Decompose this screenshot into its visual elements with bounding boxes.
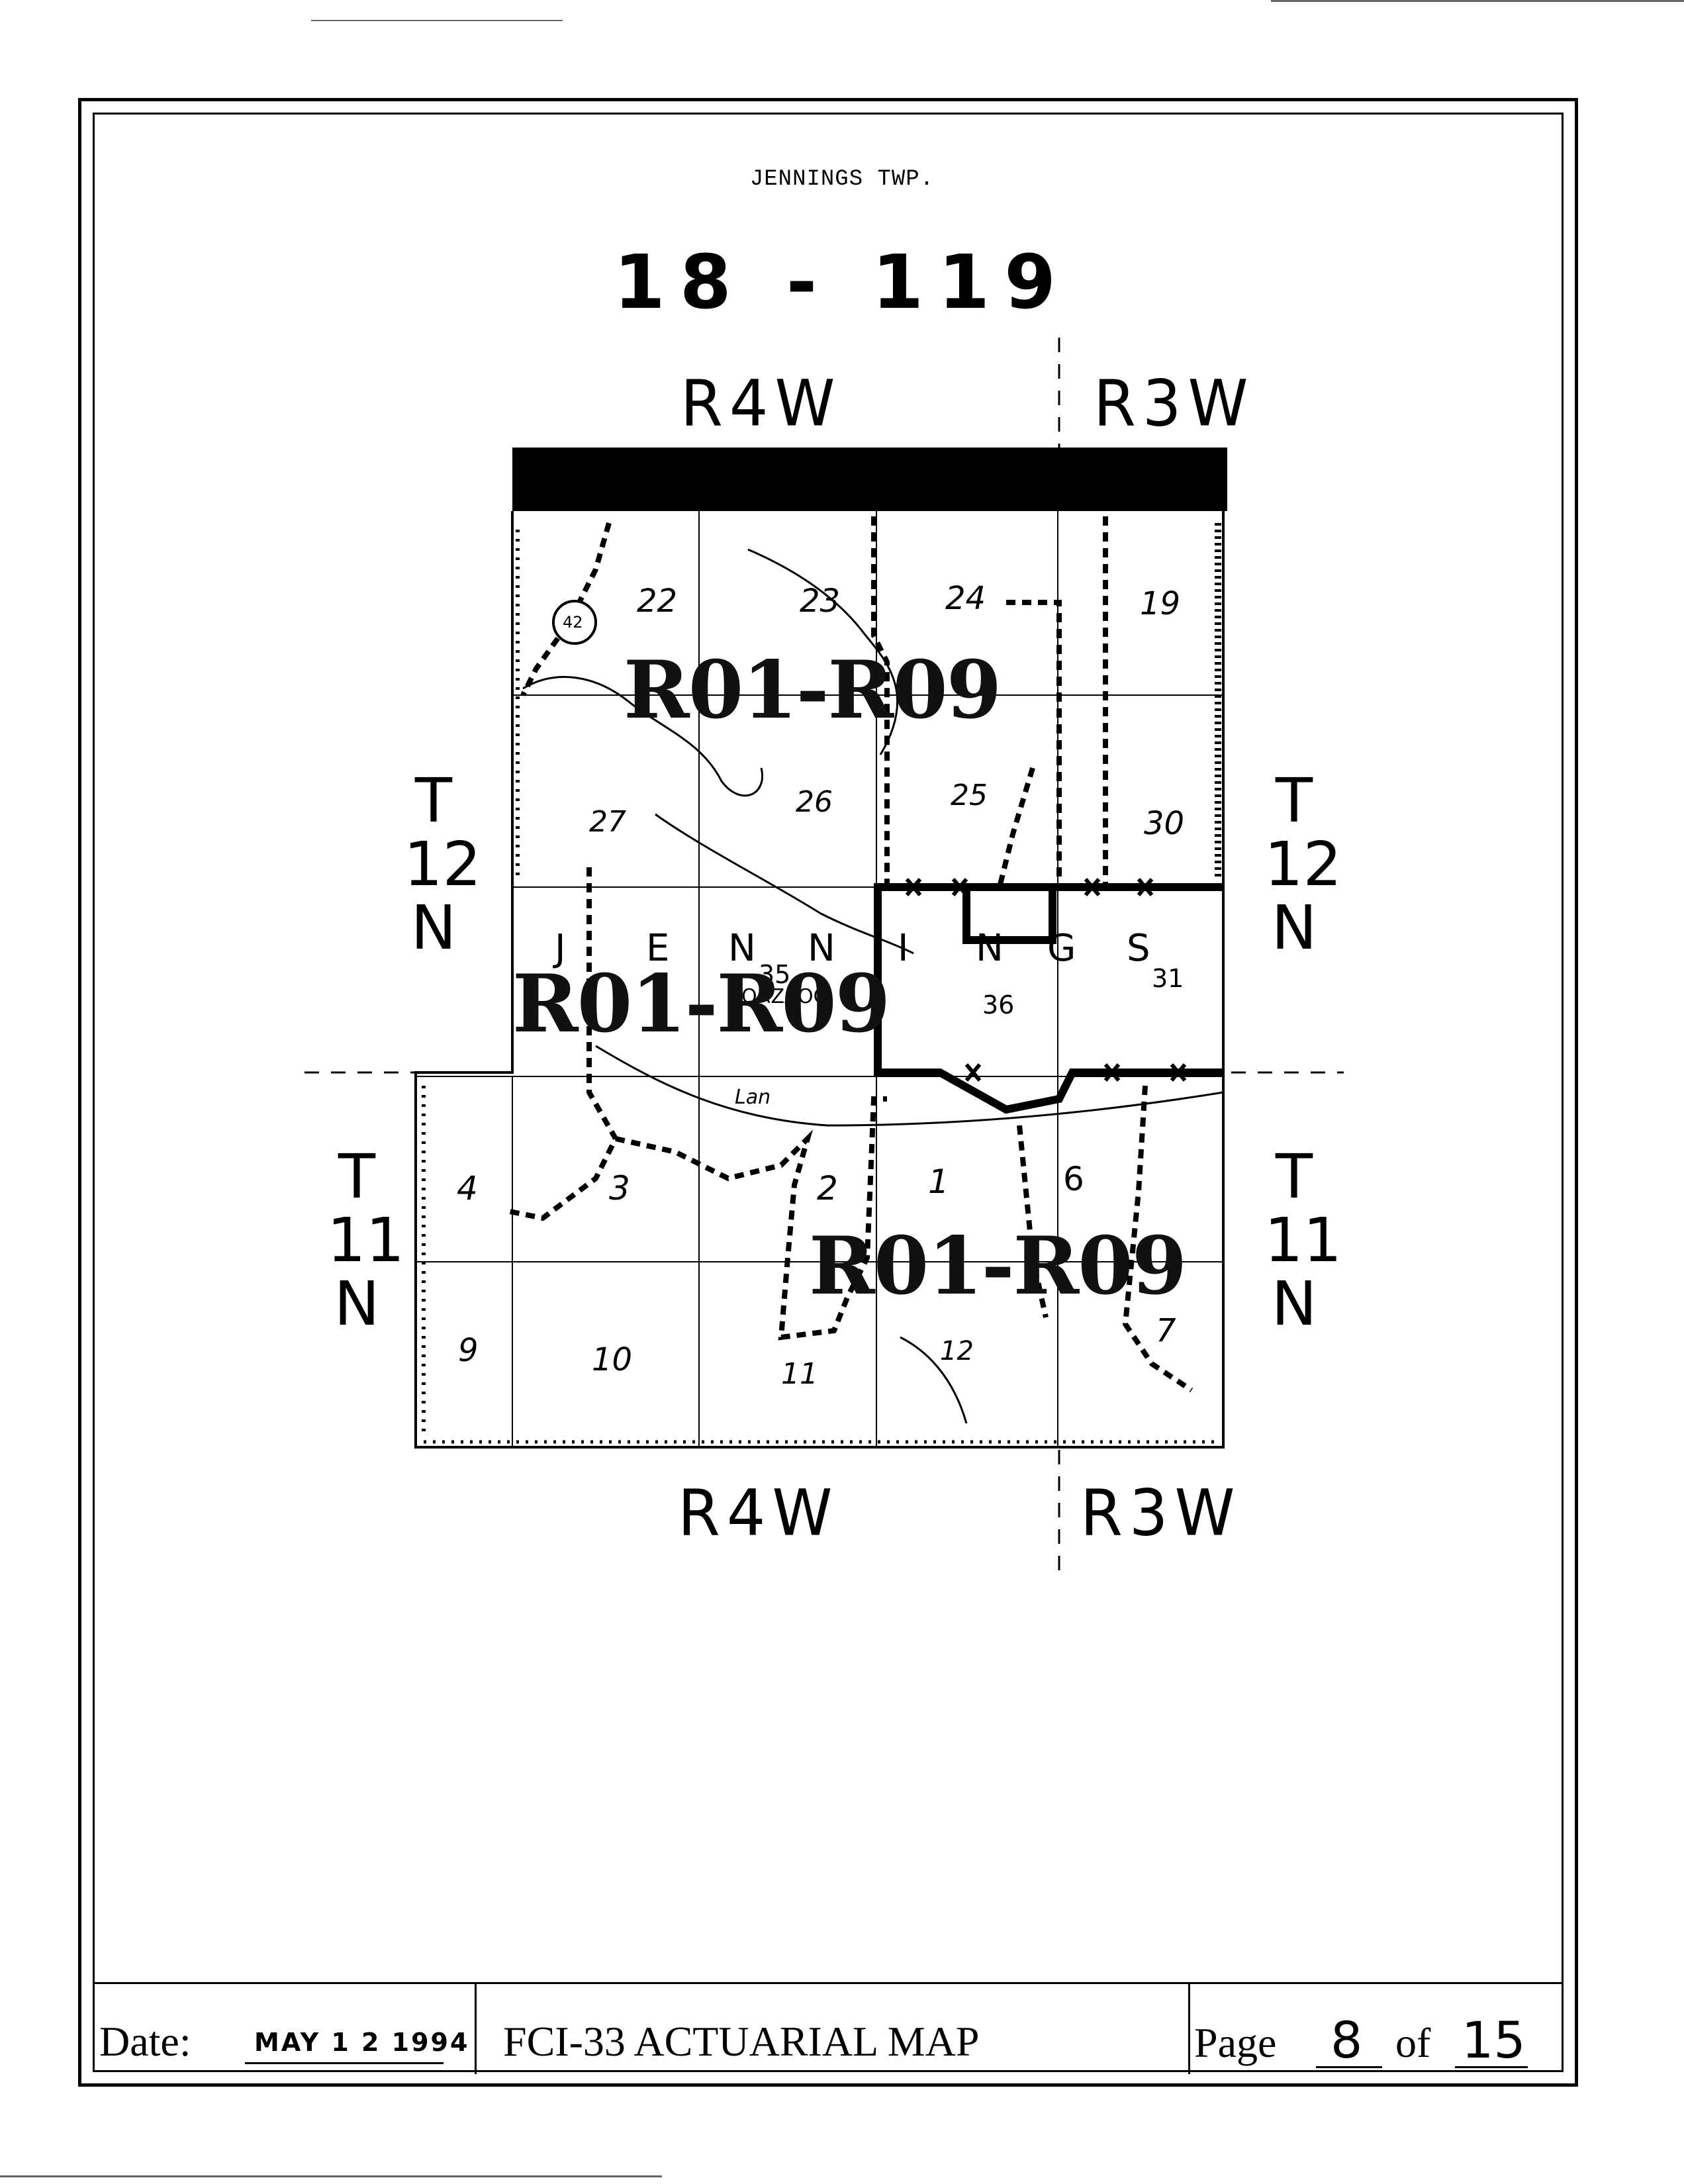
- rating-zone-label: R01-R09: [512, 957, 890, 1051]
- date-underline: [245, 2062, 444, 2064]
- map-top-band: [512, 448, 1227, 511]
- zone-boundary: [874, 883, 1223, 1114]
- section-number: 12: [940, 1336, 974, 1366]
- place-letter: N: [728, 927, 756, 970]
- page-label: Page: [1194, 2019, 1277, 2066]
- section-number: 30: [1144, 805, 1185, 842]
- township-title: JENNINGS TWP.: [749, 167, 935, 192]
- roads: [509, 516, 1193, 1393]
- page-number-underline: [1316, 2066, 1382, 2068]
- scan-artifact-bottom: [0, 2175, 662, 2177]
- section-number: 25: [951, 779, 988, 812]
- boundary-marks: [905, 878, 1187, 1082]
- place-letter: I: [898, 927, 909, 970]
- map-outline: [414, 511, 1225, 1448]
- range-bottom-right: R3W: [1080, 1476, 1242, 1550]
- place-letter: N: [976, 927, 1004, 970]
- place-letter: G: [1047, 927, 1076, 970]
- outer-frame: [78, 98, 1578, 2087]
- inner-frame: [93, 113, 1564, 2072]
- place-letter: N: [808, 927, 835, 970]
- page-total-underline: [1455, 2066, 1528, 2068]
- section-number: 9: [458, 1332, 479, 1369]
- section-number: 4: [457, 1169, 478, 1208]
- section-number: 11: [781, 1357, 818, 1391]
- range-top-right: R3W: [1094, 366, 1255, 441]
- section-number: 36: [982, 990, 1015, 1020]
- page-number: 8: [1331, 2011, 1363, 2069]
- range-top-left: R4W: [680, 366, 842, 441]
- date-cell: Date: MAY 1 2 1994: [93, 1984, 477, 2074]
- section-number: 19: [1140, 585, 1181, 622]
- section-number: 22: [637, 583, 678, 620]
- river-label: Lan: [735, 1086, 771, 1109]
- scan-artifact-top-right: [1271, 0, 1684, 2]
- section-number: 27: [589, 805, 626, 839]
- route-shield: [552, 600, 597, 645]
- map-title-cell: FCI-33 ACTUARIAL MAP: [477, 1984, 1190, 2074]
- page-cell: Page 8 of 15: [1190, 1984, 1564, 2074]
- section-number: 10: [592, 1341, 633, 1378]
- page-total: 15: [1462, 2011, 1526, 2069]
- map-title: FCI-33 ACTUARIAL MAP: [503, 2018, 980, 2065]
- section-number: 24: [945, 580, 986, 617]
- date-label: Date:: [99, 2018, 191, 2065]
- of-label: of: [1395, 2019, 1431, 2066]
- section-number: 7: [1156, 1312, 1176, 1349]
- place-letter: E: [646, 927, 670, 970]
- section-number: 3: [609, 1169, 630, 1208]
- place-letter: J: [555, 927, 566, 970]
- section-number: 26: [796, 785, 833, 819]
- map-number: 18 - 119: [613, 240, 1071, 326]
- title-block: Date: MAY 1 2 1994 FCI-33 ACTUARIAL MAP …: [93, 1982, 1564, 2074]
- section-number: 2: [817, 1169, 838, 1208]
- rating-zone-label: R01-R09: [624, 643, 1002, 737]
- rating-zone-label: R01-R09: [809, 1219, 1187, 1313]
- section-number: 35: [759, 960, 791, 989]
- section-number: 6: [1063, 1160, 1084, 1198]
- hatch-strips: [422, 523, 1221, 1444]
- section-number: 1: [928, 1163, 949, 1201]
- section-number: 23: [800, 583, 841, 620]
- range-bottom-left: R4W: [678, 1476, 839, 1550]
- section-number: 31: [1152, 964, 1184, 993]
- route-number: 42: [563, 613, 583, 632]
- streams: [522, 548, 1224, 1424]
- date-value: MAY 1 2 1994: [254, 2028, 470, 2057]
- scan-artifact-top: [311, 20, 563, 21]
- place-letter: S: [1127, 927, 1150, 970]
- town-label: ORZAOC: [741, 985, 827, 1008]
